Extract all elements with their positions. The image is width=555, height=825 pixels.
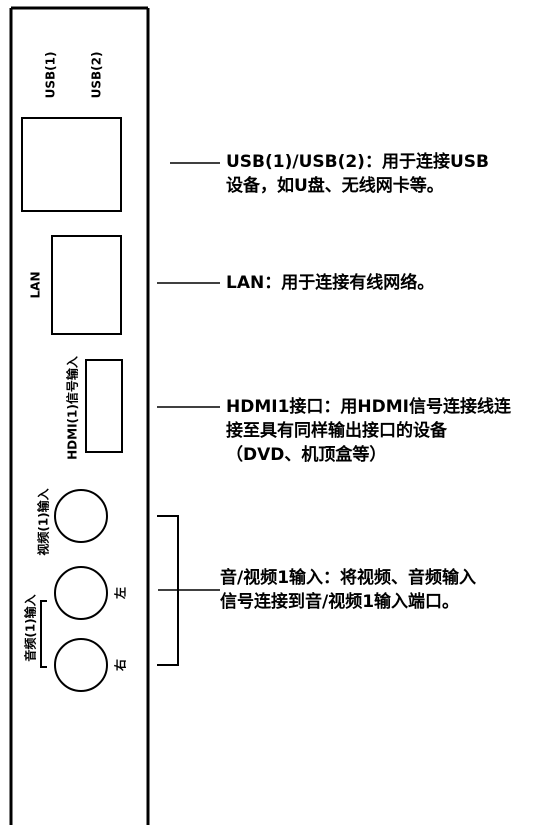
audio-left-label: 左 — [113, 587, 128, 600]
usb1-label: USB(1) — [44, 52, 58, 99]
hdmi-description-line-3: （DVD、机顶盒等） — [226, 445, 387, 465]
audio-input-label: 音频(1)输入 — [23, 594, 38, 661]
audio-right-jack — [54, 638, 108, 692]
hdmi-description-line-1: HDMI1接口：用HDMI信号连接线连 — [226, 397, 511, 417]
hdmi-description: HDMI1接口：用HDMI信号连接线连 接至具有同样输出接口的设备 （DVD、机… — [226, 395, 511, 467]
av-description: 音/视频1输入：将视频、音频输入 信号连接到音/视频1输入端口。 — [220, 566, 476, 614]
lan-label: LAN — [29, 272, 43, 299]
hdmi-port — [85, 359, 123, 453]
usb2-label: USB(2) — [90, 52, 104, 99]
audio-left-jack — [54, 566, 108, 620]
panel-frame — [9, 6, 150, 825]
usb-description-line-2: 设备，如U盘、无线网卡等。 — [226, 176, 444, 196]
av-description-line-1: 音/视频1输入：将视频、音频输入 — [220, 568, 477, 588]
usb-description-line-1: USB(1)/USB(2)：用于连接USB — [226, 152, 489, 172]
video-input-label: 视频(1)输入 — [36, 488, 51, 555]
usb-description: USB(1)/USB(2)：用于连接USB 设备，如U盘、无线网卡等。 — [226, 150, 489, 198]
lan-description: LAN：用于连接有线网络。 — [226, 271, 434, 295]
video-input-jack — [54, 489, 108, 543]
audio-right-label: 右 — [113, 659, 128, 672]
hdmi-label: HDMI(1)信号输入 — [65, 356, 80, 460]
usb-port — [21, 117, 122, 212]
hdmi-description-line-2: 接至具有同样输出接口的设备 — [226, 421, 447, 441]
audio-input-bracket — [40, 600, 47, 668]
lan-port — [51, 235, 122, 335]
av-description-line-2: 信号连接到音/视频1输入端口。 — [220, 592, 460, 612]
lan-description-line-1: LAN：用于连接有线网络。 — [226, 273, 435, 293]
